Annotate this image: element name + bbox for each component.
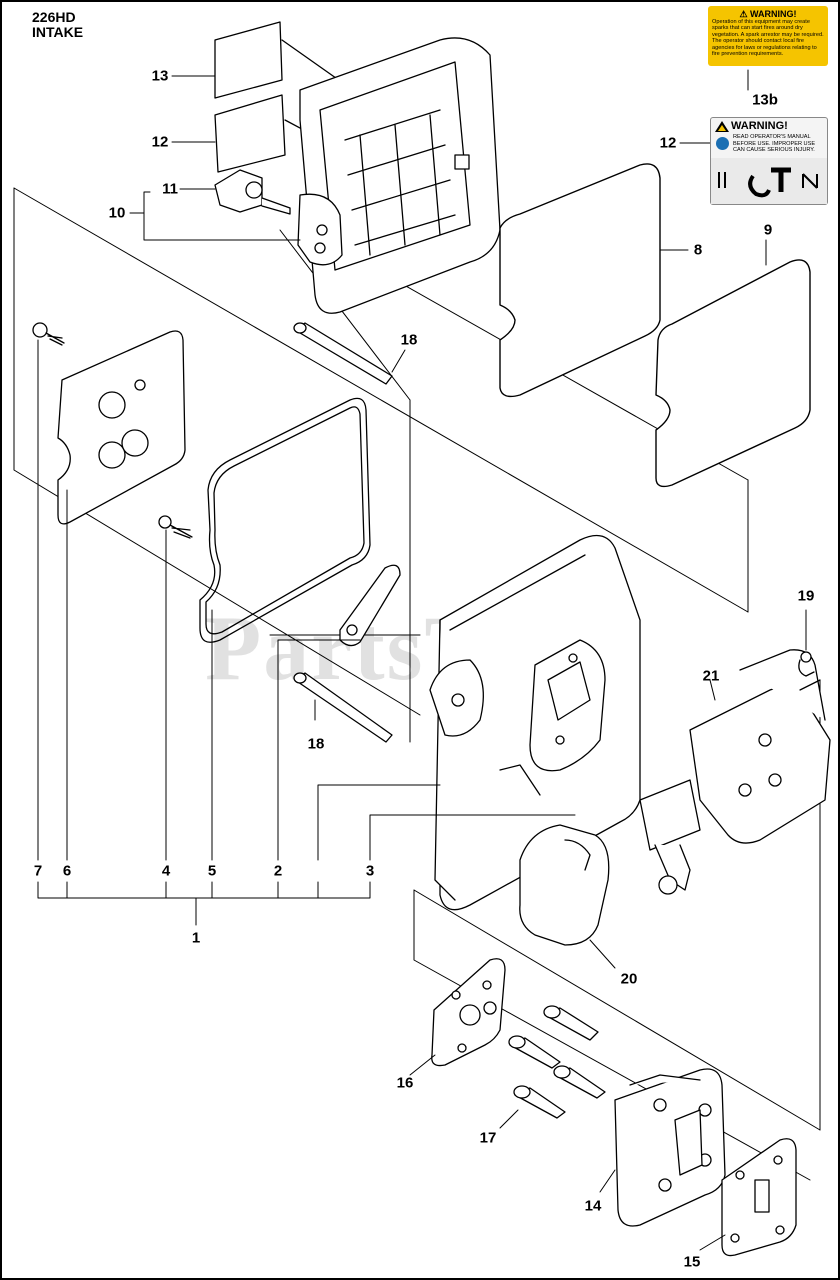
warning-decal-13b: ⚠ WARNING! Operation of this equipment m… [708,6,828,66]
callout-13: 13 [151,67,169,85]
decal-13b-text: Operation of this equipment may create s… [712,19,824,58]
callout-18-top: 18 [400,331,418,349]
callout-21: 21 [702,667,720,685]
filter-sheet-13 [214,21,283,99]
callout-18-bottom: 18 [307,735,325,753]
callout-leaders [37,69,807,1251]
gasket-16 [431,958,506,1067]
warning-triangle-inner-icon [718,125,726,131]
seal-ring-5 [199,397,371,643]
callout-3: 3 [365,862,375,880]
callout-11: 11 [162,180,178,198]
bolt-18-bottom [293,672,393,743]
callout-15: 15 [683,1253,701,1271]
callout-10: 10 [108,204,126,222]
callout-4: 4 [161,862,171,880]
screw-4 [158,515,193,539]
foam-filter-8 [499,163,661,398]
callout-20: 20 [620,970,638,988]
title-model: 226HD [32,9,76,25]
bolt-18-top [293,322,393,385]
callout-6: 6 [62,862,72,880]
callout-7: 7 [33,862,43,880]
callout-1: 1 [191,929,201,947]
decal-12-pictogram [711,158,827,204]
decal-12-text: READ OPERATOR'S MANUAL BEFORE USE. IMPRO… [733,134,816,153]
gasket-6 [57,330,186,525]
carburetor-21 [639,649,831,895]
callout-19: 19 [797,587,815,605]
callout-13b: 13b [752,91,778,109]
callout-12-decal: 12 [659,134,677,152]
warning-decal-12: WARNING! READ OPERATOR'S MANUAL BEFORE U… [710,117,828,205]
knob-11 [214,169,291,215]
adapter-14 [614,1068,726,1227]
clip-19 [798,651,815,677]
decal-13b-heading: ⚠ WARNING! [739,9,797,19]
callout-2: 2 [273,862,283,880]
filter-holder-upper [299,37,501,314]
filter-sheet-12 [214,94,286,173]
decal-12-heading: WARNING! [731,120,788,132]
callout-14: 14 [584,1197,602,1215]
gasket-15 [721,1138,797,1257]
callout-9: 9 [763,221,773,239]
screws-17 [508,1005,606,1119]
filter-holder-knob-10 [297,193,343,266]
bracket-2 [339,564,401,647]
foam-filter-9 [655,259,811,488]
title-section: INTAKE [32,24,84,40]
callout-8: 8 [693,241,703,259]
callout-16: 16 [396,1074,414,1092]
intake-housing [429,534,641,911]
deflector-20 [519,824,610,946]
callout-12: 12 [151,133,169,151]
screw-7 [32,322,65,346]
callout-5: 5 [207,862,217,880]
callout-17: 17 [479,1129,497,1147]
read-manual-icon [716,137,729,150]
